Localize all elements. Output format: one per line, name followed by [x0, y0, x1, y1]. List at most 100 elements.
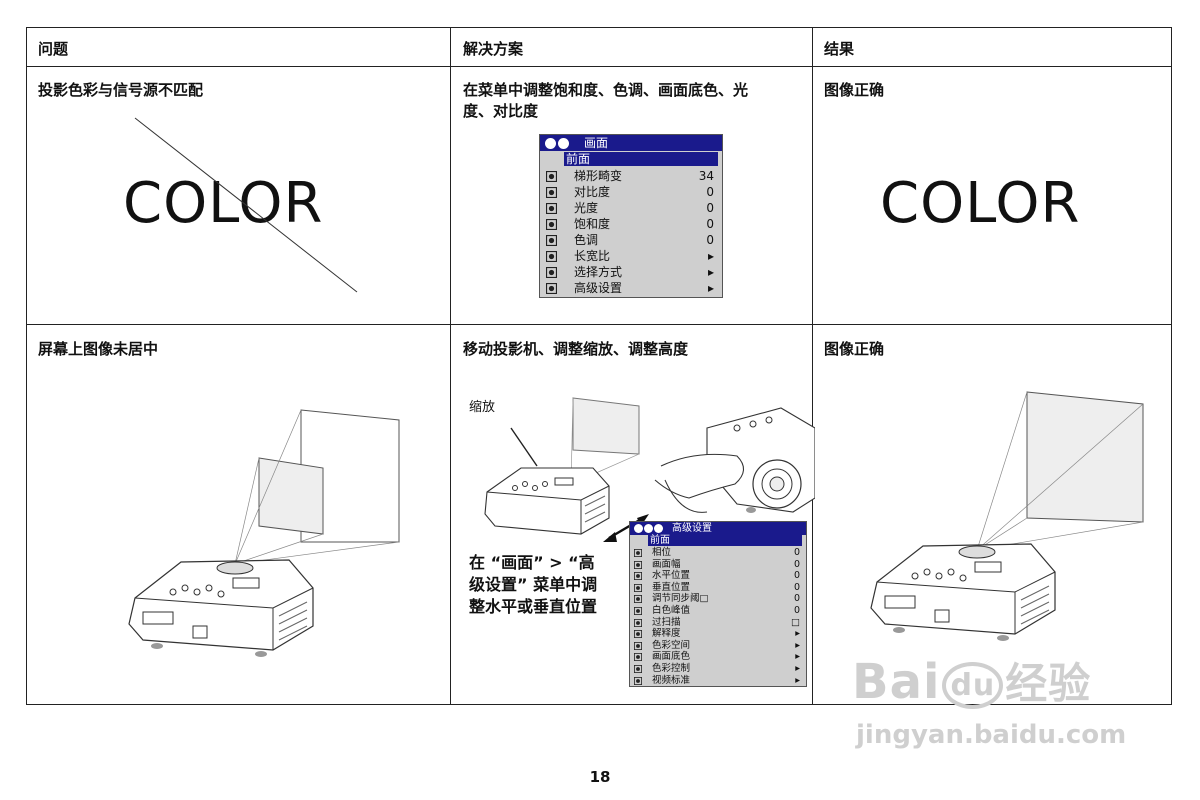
aspect-ratio-icon — [546, 250, 557, 266]
color-space-icon — [634, 641, 642, 654]
menu-row[interactable]: 相位 0 — [630, 547, 806, 559]
menu-row-value: ▸ — [707, 281, 714, 295]
caption-line1: 在 “画面” > “高 — [469, 553, 595, 572]
menu-row-label: 画面幅 — [652, 558, 681, 570]
menu-row-label: 解释度 — [652, 628, 681, 640]
header-divider — [27, 66, 1171, 67]
row1-problem: 投影色彩与信号源不匹配 — [38, 81, 204, 99]
menu-row[interactable]: 长宽比▸ — [540, 248, 722, 264]
advanced-menu-title-bar: 高级设置 — [630, 522, 806, 535]
menu-row[interactable]: 解释度 ▸ — [630, 628, 806, 640]
menu-row-label: 白色峰值 — [652, 605, 691, 616]
color-temp-icon — [634, 653, 642, 665]
header-result: 结果 — [824, 40, 855, 58]
keystone-icon — [546, 170, 557, 186]
mismatched-color-word: COLOR — [123, 171, 324, 236]
contrast-icon — [546, 186, 557, 202]
row1-solution-line2: 度、对比度 — [463, 102, 539, 120]
col-divider-2 — [812, 28, 813, 704]
menu-row-label: 色调 — [574, 233, 599, 247]
projector-icon — [128, 559, 314, 657]
picture-menu-title-bar: 画面 — [540, 135, 722, 151]
menu-row[interactable]: 白色峰值 0 — [630, 605, 806, 617]
brightness-icon — [546, 202, 557, 218]
menu-row-value: ▸ — [795, 674, 800, 686]
header-solution: 解决方案 — [463, 40, 524, 58]
menu-row-value: 0 — [793, 605, 800, 616]
menu-row-value: 0 — [793, 570, 800, 582]
menu-row-value: ▸ — [707, 265, 714, 279]
menu-row-label: 视频标准 — [652, 674, 691, 686]
menu-row-value: 34 — [698, 169, 714, 183]
menu-row-label: 光度 — [574, 201, 599, 215]
menu-row[interactable]: 视频标准 ▸ — [630, 675, 806, 687]
page-number: 18 — [589, 768, 611, 786]
row-divider — [27, 324, 1171, 325]
picture-menu-title: 画面 — [584, 136, 609, 150]
move-zoom-illustration — [484, 397, 815, 542]
menu-row-value: 0 — [706, 201, 714, 215]
menu-row[interactable]: 水平位置 0 — [630, 570, 806, 582]
off-center-projection-illustration — [128, 409, 400, 657]
hand-adjusting-projector-icon — [654, 407, 815, 513]
correct-color-word: COLOR — [880, 171, 1081, 236]
menu-row[interactable]: 色彩空间▸ — [630, 640, 806, 652]
advanced-menu-title: 高级设置 — [672, 523, 712, 534]
centered-projection-illustration — [870, 391, 1144, 641]
menu-row[interactable]: 高级设置 ▸ — [540, 280, 722, 296]
menu-row-label: 梯形畸变 — [574, 169, 623, 183]
vertical-position-icon — [634, 583, 642, 596]
menu-row[interactable]: 光度 0 — [540, 200, 722, 216]
presets-icon — [546, 266, 557, 282]
saturation-icon — [546, 218, 557, 234]
horizontal-position-icon — [634, 572, 642, 584]
menu-row[interactable]: 梯形畸变 34 — [540, 168, 722, 184]
menu-row-value: □ — [791, 616, 800, 628]
menu-row-label: 调节同步阈□ — [652, 593, 709, 605]
menu-row-label: 垂直位置 — [652, 581, 691, 593]
menu-row-label: 相位 — [652, 547, 672, 558]
row2-solution: 移动投影机、调整缩放、调整高度 — [463, 340, 689, 358]
menu-row-value: 0 — [793, 547, 800, 558]
sync-threshold-icon — [634, 595, 642, 607]
menu-row-value: 0 — [706, 233, 714, 247]
menu-row-label: 饱和度 — [574, 217, 611, 231]
menu-row[interactable]: 饱和度 0 — [540, 216, 722, 232]
menu-row-value: ▸ — [795, 628, 800, 640]
overscan-icon — [634, 618, 642, 631]
menu-row[interactable]: 调节同步阈□ 0 — [630, 593, 806, 605]
watermark-url: jingyan.baidu.com — [856, 720, 1127, 750]
menu-row-label: 选择方式 — [574, 265, 623, 279]
row1-result: 图像正确 — [824, 81, 885, 99]
white-peaking-icon — [634, 607, 642, 619]
tracking-icon — [634, 560, 642, 573]
paw-icon: du — [942, 661, 1004, 709]
zoom-label: 缩放 — [469, 400, 496, 415]
menu-item-front[interactable]: 前面 — [648, 535, 802, 546]
menu-item-front[interactable]: 前面 — [564, 152, 718, 166]
menu-row-value: 0 — [793, 593, 800, 605]
menu-row-value: 0 — [706, 217, 714, 231]
menu-row[interactable]: 色彩控制▸ — [630, 663, 806, 675]
color-control-icon — [634, 665, 642, 677]
caption-line2: 级设置” 菜单中调 — [469, 575, 598, 594]
menu-row[interactable]: 过扫描□ — [630, 617, 806, 629]
menu-row-label: 高级设置 — [574, 281, 623, 295]
menu-row[interactable]: 画面底色▸ — [630, 651, 806, 663]
menu-row-value: ▸ — [795, 651, 800, 663]
menu-row[interactable]: 色调 0 — [540, 232, 722, 248]
header-problem: 问题 — [38, 40, 69, 58]
menu-row[interactable]: 选择方式 ▸ — [540, 264, 722, 280]
advanced-icon — [546, 282, 557, 298]
menu-row-label: 水平位置 — [652, 570, 691, 582]
menu-row-label: 对比度 — [574, 185, 611, 199]
menu-row-value: ▸ — [795, 663, 800, 674]
sharpness-icon — [634, 630, 642, 642]
troubleshooting-table: 问题 解决方案 结果 投影色彩与信号源不匹配 在菜单中调整饱和度、色调、画面底色… — [26, 27, 1172, 705]
